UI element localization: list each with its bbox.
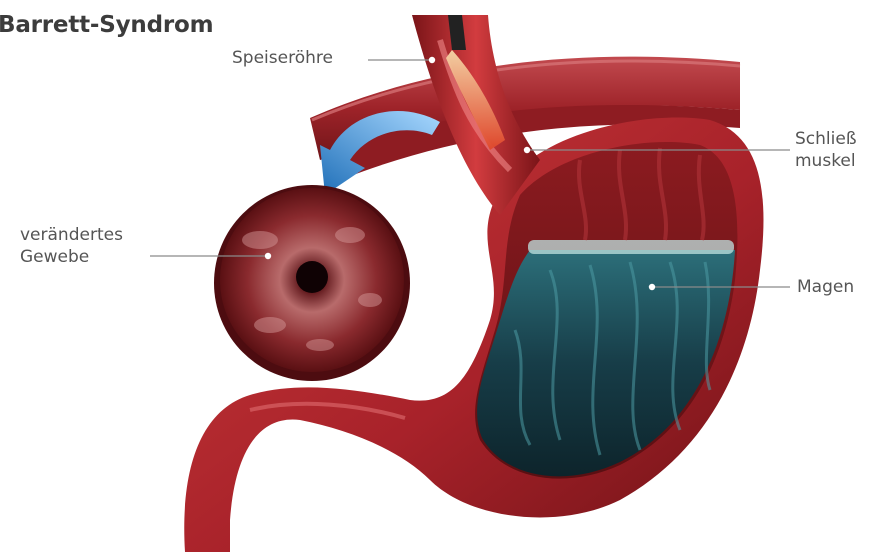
label-esophagus-text: Speiseröhre [232,47,333,69]
tissue-magnification [214,185,410,381]
label-sphincter-line2: muskel [795,150,857,172]
label-altered-tissue-line2: Gewebe [20,246,123,268]
label-stomach: Magen [797,276,854,298]
label-sphincter-line1: Schließ [795,128,857,150]
label-altered-tissue-line1: verändertes [20,224,123,246]
label-esophagus: Speiseröhre [232,47,333,69]
page-title: Barrett-Syndrom [0,12,213,38]
label-sphincter: Schließ muskel [795,128,857,172]
label-stomach-text: Magen [797,276,854,298]
label-altered-tissue: verändertes Gewebe [20,224,123,268]
